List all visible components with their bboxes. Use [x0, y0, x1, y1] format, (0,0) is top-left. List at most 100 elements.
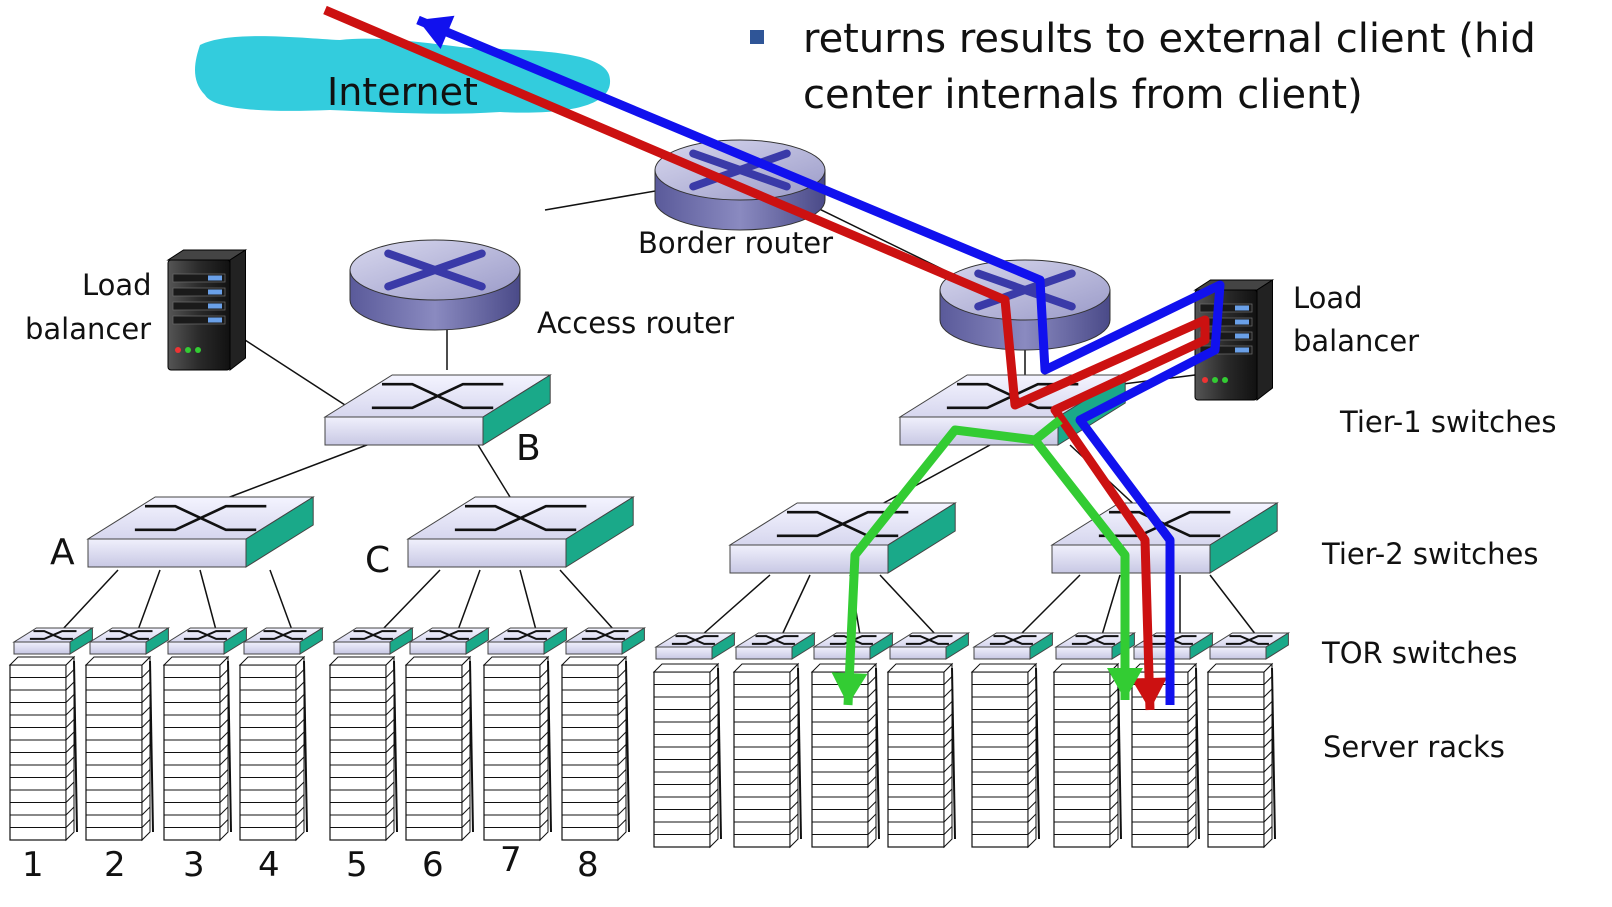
bullet-icon	[750, 30, 764, 44]
rack-number-5: 5	[346, 845, 368, 885]
node-c-label: C	[365, 540, 391, 581]
switch-arrow	[263, 630, 303, 640]
rack-number-2: 2	[104, 845, 126, 885]
border-router-label: Border router	[638, 226, 833, 260]
tier2-to-tor-link	[559, 569, 615, 631]
server-led	[208, 289, 222, 295]
router-cross-icon	[689, 149, 791, 191]
tor-switch	[654, 632, 737, 660]
tor-switch	[332, 627, 415, 655]
tor-switch	[166, 627, 249, 655]
switch-arrow	[187, 630, 227, 640]
server-led	[1235, 333, 1249, 339]
tier1-label: Tier-1 switches	[1340, 405, 1557, 439]
status-led	[1212, 377, 1218, 383]
server-led	[208, 275, 222, 281]
server-rack	[238, 655, 308, 842]
status-led	[185, 347, 191, 353]
rack-number-8: 8	[577, 845, 599, 885]
tor-label: TOR switches	[1322, 636, 1518, 670]
load-balancer-right-label-1: Load	[1293, 281, 1363, 315]
switch-arrow	[675, 635, 715, 645]
tor-switch	[12, 627, 95, 655]
load-balancer-right-icon	[1193, 279, 1275, 402]
switch-arrow	[144, 504, 257, 532]
load-balancer-left-label-1: Load	[82, 268, 152, 302]
tier2-to-tor-link	[199, 569, 217, 631]
switch-arrow	[1229, 635, 1269, 645]
tier1-to-tier2a-link	[221, 439, 381, 501]
switch-arrow	[464, 504, 577, 532]
server-rack	[404, 655, 474, 842]
tier2-to-tor-link	[1019, 574, 1081, 636]
switch-arrow	[786, 510, 899, 538]
green-path-left-arrowhead	[831, 672, 868, 705]
status-led	[175, 347, 181, 353]
server-rack	[560, 655, 630, 842]
tier2-to-tor-link	[381, 569, 441, 631]
bullet-line-2: center internals from client)	[803, 72, 1363, 118]
access-router-icon	[349, 239, 521, 331]
tier2-to-tor-link	[1101, 574, 1121, 636]
rack-number-3: 3	[183, 845, 205, 885]
green-path-right	[1031, 437, 1143, 700]
rack-number-1: 1	[22, 845, 44, 885]
tier2-to-tor-link	[269, 569, 293, 631]
switch-arrow	[507, 630, 547, 640]
server-led	[208, 317, 222, 323]
load-balancer-to-tier1-link	[244, 339, 346, 406]
tier2-to-tor-link	[701, 574, 771, 636]
tier2-to-tor-link	[519, 569, 537, 631]
server-led	[1235, 305, 1249, 311]
tor-switch	[486, 627, 569, 655]
network-devices	[12, 139, 1291, 660]
tor-switch	[242, 627, 325, 655]
tor-switch	[888, 632, 971, 660]
switch-arrow	[353, 630, 393, 640]
tier2-to-tor-link	[1209, 574, 1257, 636]
tier2-switch-a	[86, 496, 315, 568]
server-led	[1235, 347, 1249, 353]
tor-switch	[1208, 632, 1291, 660]
rack-number-6: 6	[422, 845, 444, 885]
red-path-arrowhead	[1131, 677, 1168, 710]
server-rack	[886, 662, 956, 849]
red-path	[323, 5, 1210, 711]
tier1-switch-left	[323, 374, 552, 446]
tor-switch	[408, 627, 491, 655]
switch-arrow	[993, 635, 1033, 645]
server-rack	[84, 655, 154, 842]
rack-number-7: 7	[500, 840, 522, 880]
server-racks	[8, 655, 1276, 849]
server-racks-label: Server racks	[1323, 730, 1505, 764]
traffic-paths	[323, 5, 1225, 711]
switch-arrow	[755, 635, 795, 645]
server-rack	[732, 662, 802, 849]
server-led	[1235, 319, 1249, 325]
server-rack	[8, 655, 78, 842]
bullet-line-1: returns results to external client (hid	[803, 16, 1536, 62]
node-a-label: A	[50, 532, 75, 573]
border-router-icon	[654, 139, 826, 231]
green-path-right-arrowhead	[1107, 668, 1143, 700]
internet-label: Internet	[327, 70, 478, 114]
status-led	[1222, 377, 1228, 383]
server-rack	[162, 655, 232, 842]
switch-arrow	[909, 635, 949, 645]
load-balancer-right-label-2: balancer	[1293, 324, 1420, 358]
tor-switch	[972, 632, 1055, 660]
switch-arrow	[381, 382, 494, 410]
switch-arrow	[33, 630, 73, 640]
tier2-to-tor-link	[781, 574, 811, 636]
tier2-to-tor-link	[879, 574, 937, 636]
server-rack	[482, 655, 552, 842]
switch-arrow	[109, 630, 149, 640]
server-rack	[810, 662, 880, 849]
blue-path-arrowhead	[418, 15, 455, 49]
tor-switch	[88, 627, 171, 655]
rack-number-4: 4	[258, 845, 280, 885]
node-b-label: B	[516, 428, 541, 469]
status-led	[1202, 377, 1208, 383]
tier2-to-tor-link	[137, 569, 161, 631]
